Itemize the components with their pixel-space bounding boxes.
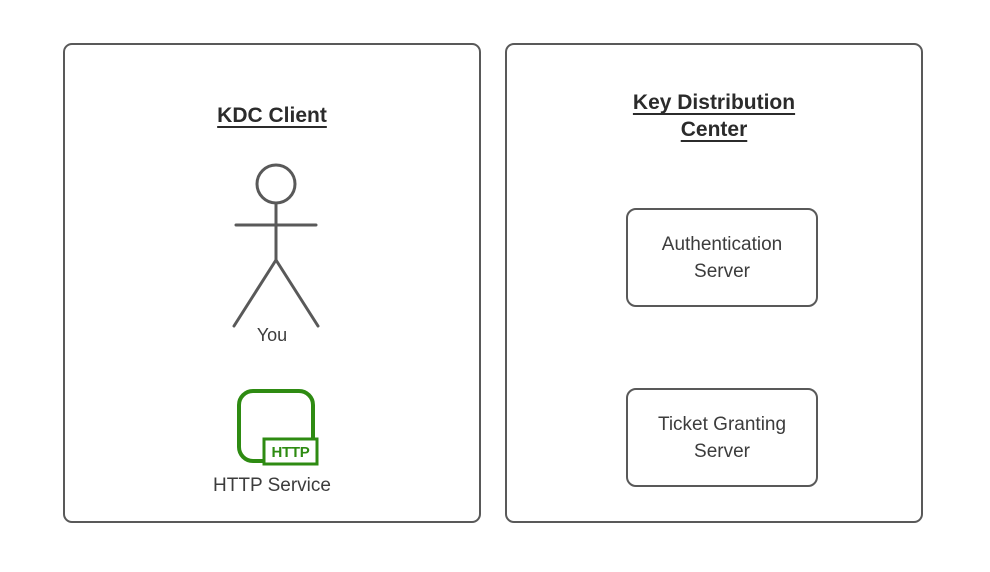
kdc-client-panel: KDC Client You HTTP HTTP Service (63, 43, 481, 523)
http-badge-label: HTTP (272, 444, 310, 461)
ticket-granting-server-node: Ticket Granting Server (626, 388, 818, 487)
authentication-server-node: Authentication Server (626, 208, 818, 307)
key-distribution-center-title: Key Distribution Center (632, 91, 796, 141)
kdc-client-title: KDC Client (217, 104, 327, 127)
key-distribution-center-panel: Key Distribution Center Authentication S… (505, 43, 923, 523)
person-icon (232, 163, 320, 328)
actor-label: You (256, 325, 288, 345)
ticket-granting-server-label: Ticket Granting Server (657, 413, 787, 462)
authentication-server-label: Authentication Server (661, 233, 783, 282)
http-service-label: HTTP Service (213, 475, 331, 496)
http-service-icon: HTTP (237, 389, 319, 466)
